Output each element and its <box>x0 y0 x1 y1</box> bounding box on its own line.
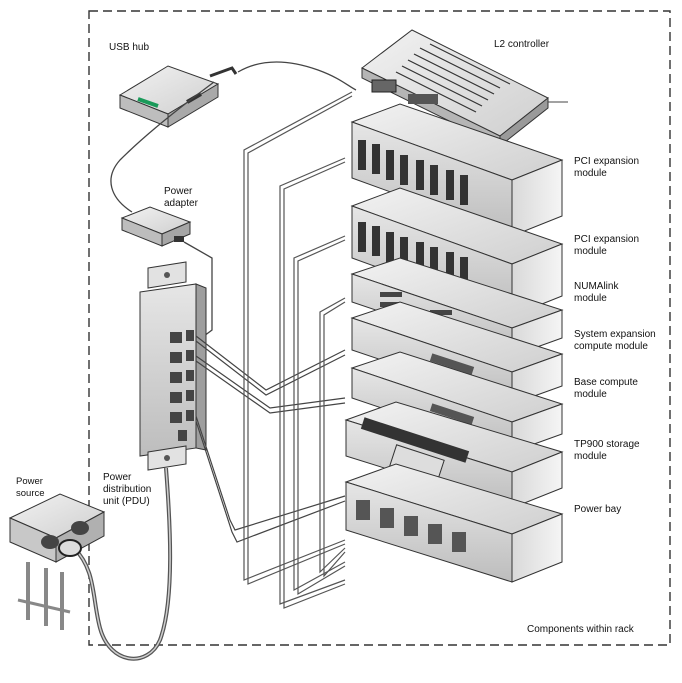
system-expansion-label-line1: System expansion <box>574 329 656 340</box>
power-adapter-label-line1: Power <box>164 186 193 197</box>
numalink-label-line1: NUMAlink <box>574 281 619 292</box>
usb-hub-label: USB hub <box>109 42 150 53</box>
tp900-storage-module-label: TP900 storage module <box>574 439 640 463</box>
usb-hub-icon <box>118 65 238 128</box>
system-expansion-compute-module-label: System expansion compute module <box>574 329 656 353</box>
base-compute-module-label: Base compute module <box>574 377 638 401</box>
pdu-label: Power distribution unit (PDU) <box>103 472 151 508</box>
pdu-label-line2: distribution <box>103 484 152 495</box>
pdu-label-line3: unit (PDU) <box>103 496 150 507</box>
pci-expansion-module-1-icon <box>350 103 564 237</box>
numalink-module-label: NUMAlink module <box>574 281 618 305</box>
tp900-label-line2: module <box>574 451 607 462</box>
power-adapter-icon <box>120 206 192 247</box>
rack-boundary <box>88 10 671 646</box>
power-source-icon <box>8 493 106 630</box>
power-bay-icon <box>344 463 564 583</box>
system-expansion-label-line2: compute module <box>574 341 648 352</box>
power-adapter-label-line2: adapter <box>164 198 198 209</box>
pdu-icon <box>139 261 207 471</box>
base-compute-label-line2: module <box>574 389 607 400</box>
pci-expansion-module-1-label: PCI expansion module <box>574 156 639 180</box>
pci-expansion-1-label-line1: PCI expansion <box>574 156 640 167</box>
power-adapter-label: Power adapter <box>164 186 198 210</box>
pci-expansion-2-label-line1: PCI expansion <box>574 234 640 245</box>
tp900-label-line1: TP900 storage <box>574 439 640 450</box>
power-bay-label: Power bay <box>574 504 622 515</box>
base-compute-label-line1: Base compute <box>574 377 638 388</box>
tp900-storage-module-icon <box>344 401 564 509</box>
pci-expansion-module-2-label: PCI expansion module <box>574 234 639 258</box>
power-source-label: Power source <box>16 476 45 500</box>
numalink-label-line2: module <box>574 293 607 304</box>
pci-expansion-1-label-line2: module <box>574 168 607 179</box>
rack-caption: Components within rack <box>527 624 634 635</box>
pci-expansion-2-label-line2: module <box>574 246 607 257</box>
power-source-label-line1: Power <box>16 476 43 487</box>
power-source-label-line2: source <box>16 488 45 499</box>
pdu-label-line1: Power <box>103 472 132 483</box>
l2-controller-label: L2 controller <box>494 39 550 50</box>
pdu-to-rack-cables <box>195 335 346 543</box>
rack-interconnect-cables <box>243 91 353 609</box>
